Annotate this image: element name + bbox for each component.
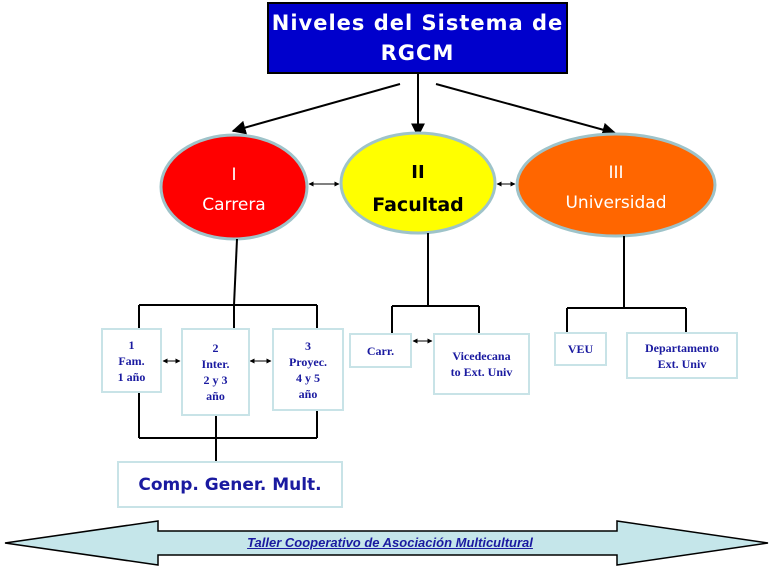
universidad-box-veu: VEU (554, 332, 607, 366)
level-universidad-numeral: III (608, 163, 623, 183)
year-box-2: 2 Inter. 2 y 3 año (181, 328, 250, 416)
arrow-to-universidad (435, 83, 617, 137)
year-box-3: 3 Proyec. 4 y 5 año (272, 328, 344, 411)
comp-gener-box: Comp. Gener. Mult. (117, 461, 343, 508)
title-line-1: Niveles del Sistema de (271, 11, 564, 35)
level-carrera-name: Carrera (202, 195, 265, 215)
level-facultad-ellipse (339, 131, 497, 235)
banner-arrow (4, 520, 769, 566)
year-box-1: 1 Fam. 1 año (101, 328, 162, 393)
title-arrows (231, 74, 617, 138)
level-universidad-ellipse (515, 132, 717, 238)
title-line-2: RGCM (380, 41, 455, 65)
facultad-box-carr: Carr. (349, 333, 412, 368)
level-facultad-name: Facultad (372, 194, 464, 216)
facultad-box-vicedecanato: Vicedecana to Ext. Univ (433, 333, 530, 395)
level-carrera-ellipse (159, 133, 309, 241)
level-carrera-numeral: I (231, 165, 236, 185)
title-box: Niveles del Sistema de RGCM (267, 2, 568, 74)
universidad-box-departamento: Departamento Ext. Univ (626, 332, 738, 379)
arrow-to-carrera (231, 83, 401, 135)
banner-label: Taller Cooperativo de Asociación Multicu… (247, 535, 533, 550)
level-facultad-numeral: II (411, 162, 424, 183)
level-universidad-name: Universidad (565, 193, 666, 213)
connectors (138, 233, 687, 461)
comp-gener-label: Comp. Gener. Mult. (138, 474, 322, 495)
